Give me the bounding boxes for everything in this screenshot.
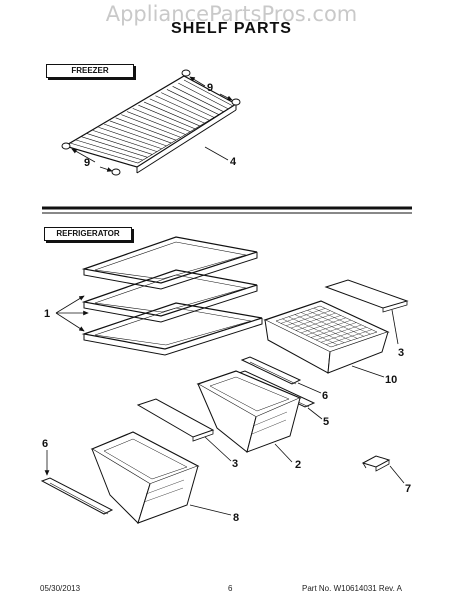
callout-glass-shelves: 1 <box>44 308 50 320</box>
drawer-stop <box>361 455 391 472</box>
crisper-drawer-middle <box>196 370 302 453</box>
watermark: AppliancePartsPros.com <box>105 2 358 26</box>
shelf-clip-icons <box>61 69 241 176</box>
callout-drawer-left: 8 <box>233 512 239 524</box>
section-divider <box>42 206 412 214</box>
shelf-clip-icon <box>61 142 71 150</box>
footer-date: 05/30/2013 <box>40 584 81 593</box>
callout-clip-top: 9 <box>207 82 213 94</box>
callout-slide-left: 6 <box>42 438 48 450</box>
callout-drawer-stop: 7 <box>405 483 411 495</box>
footer-page-number: 6 <box>228 584 233 593</box>
glass-shelf-top <box>81 236 258 290</box>
callout-deli-drawer: 10 <box>385 374 397 386</box>
deli-drawer <box>263 300 390 374</box>
callout-cover-middle: 3 <box>232 458 238 470</box>
callout-clip-bottom: 9 <box>84 157 90 169</box>
shelf-clip-icon <box>111 168 121 176</box>
shelf-clip-icon <box>181 69 191 77</box>
glass-shelf-middle <box>81 269 258 323</box>
callout-drawer-middle: 2 <box>295 459 301 471</box>
freezer-wire-shelf <box>63 75 238 174</box>
shelf-clip-icon <box>231 98 241 106</box>
drawer-slide-left <box>40 477 114 515</box>
callout-slide-right: 6 <box>322 390 328 402</box>
crisper-cover-middle <box>136 398 215 442</box>
crisper-drawer-left <box>90 431 200 524</box>
crisper-cover-right <box>324 279 409 313</box>
callout-cover-right: 3 <box>398 347 404 359</box>
callout-wire-shelf: 4 <box>230 156 237 168</box>
glass-shelf-bottom <box>81 302 263 356</box>
drawer-slide-right <box>240 356 302 385</box>
leader-lines <box>44 76 405 516</box>
freezer-section-label: FREEZER <box>46 64 134 78</box>
footer-part-number: Part No. W10614031 Rev. A <box>302 584 402 593</box>
page-title: SHELF PARTS <box>171 20 292 37</box>
refrigerator-section-label: REFRIGERATOR <box>44 227 132 241</box>
callout-drawer-support: 5 <box>323 416 329 428</box>
